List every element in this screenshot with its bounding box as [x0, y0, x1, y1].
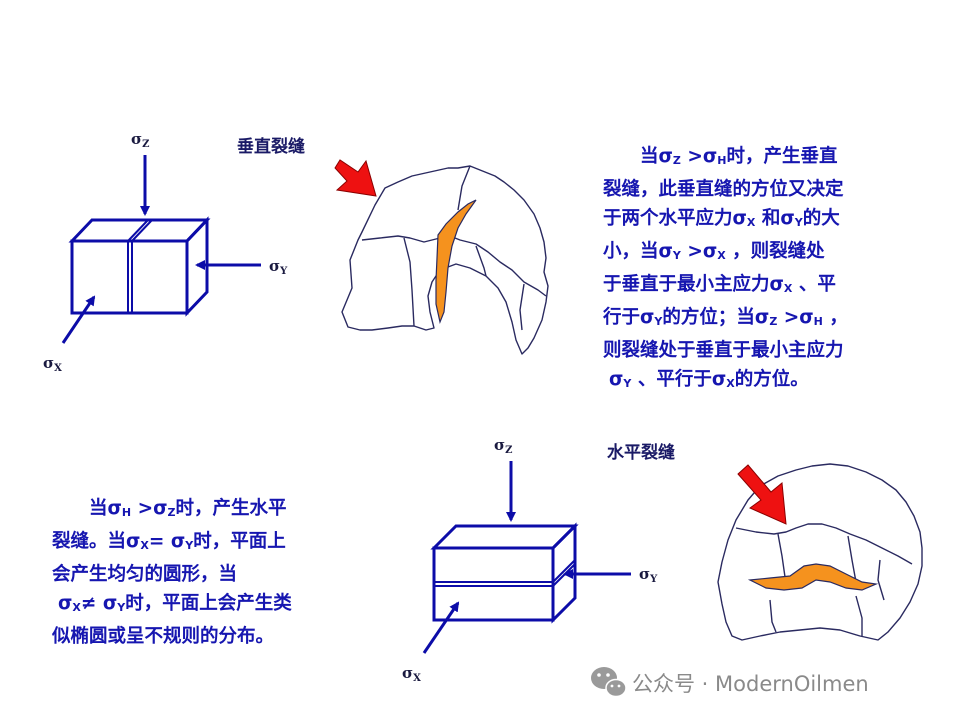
- top-cube: [68, 216, 211, 317]
- top-fracture: [435, 199, 477, 325]
- top-sigma-x-arrow: [61, 295, 96, 344]
- wechat-icon: [591, 667, 627, 698]
- watermark: 公众号 · ModernOilmen: [632, 668, 869, 698]
- bottom-red-arrow: [737, 464, 787, 525]
- bottom-fracture: [747, 563, 879, 591]
- bottom-sigma-z-label: σZ: [494, 436, 513, 456]
- horizontal-fracture-description: 当σH >σZ时，产生水平 裂缝。当σX= σY时，平面上 会产生均匀的圆形，当…: [52, 498, 292, 647]
- top-sigma-x-label: σX: [43, 354, 62, 374]
- bottom-sigma-y-label: σY: [639, 565, 658, 585]
- vertical-fracture-description: 当σZ >σH时，产生垂直 裂缝，此垂直缝的方位又决定 于两个水平应力σX 和σ…: [603, 146, 848, 390]
- top-sigma-z-label: σZ: [131, 130, 150, 150]
- vertical-fracture-label: 垂直裂缝: [237, 137, 305, 157]
- bottom-sigma-x-arrow: [422, 601, 460, 654]
- horizontal-fracture-label: 水平裂缝: [607, 443, 675, 463]
- bottom-rock-block: [717, 463, 923, 641]
- watermark-text: 公众号 · ModernOilmen: [632, 672, 869, 696]
- top-red-arrow: [334, 159, 377, 197]
- bottom-sigma-x-label: σX: [402, 664, 421, 684]
- top-sigma-y-label: σY: [269, 257, 288, 277]
